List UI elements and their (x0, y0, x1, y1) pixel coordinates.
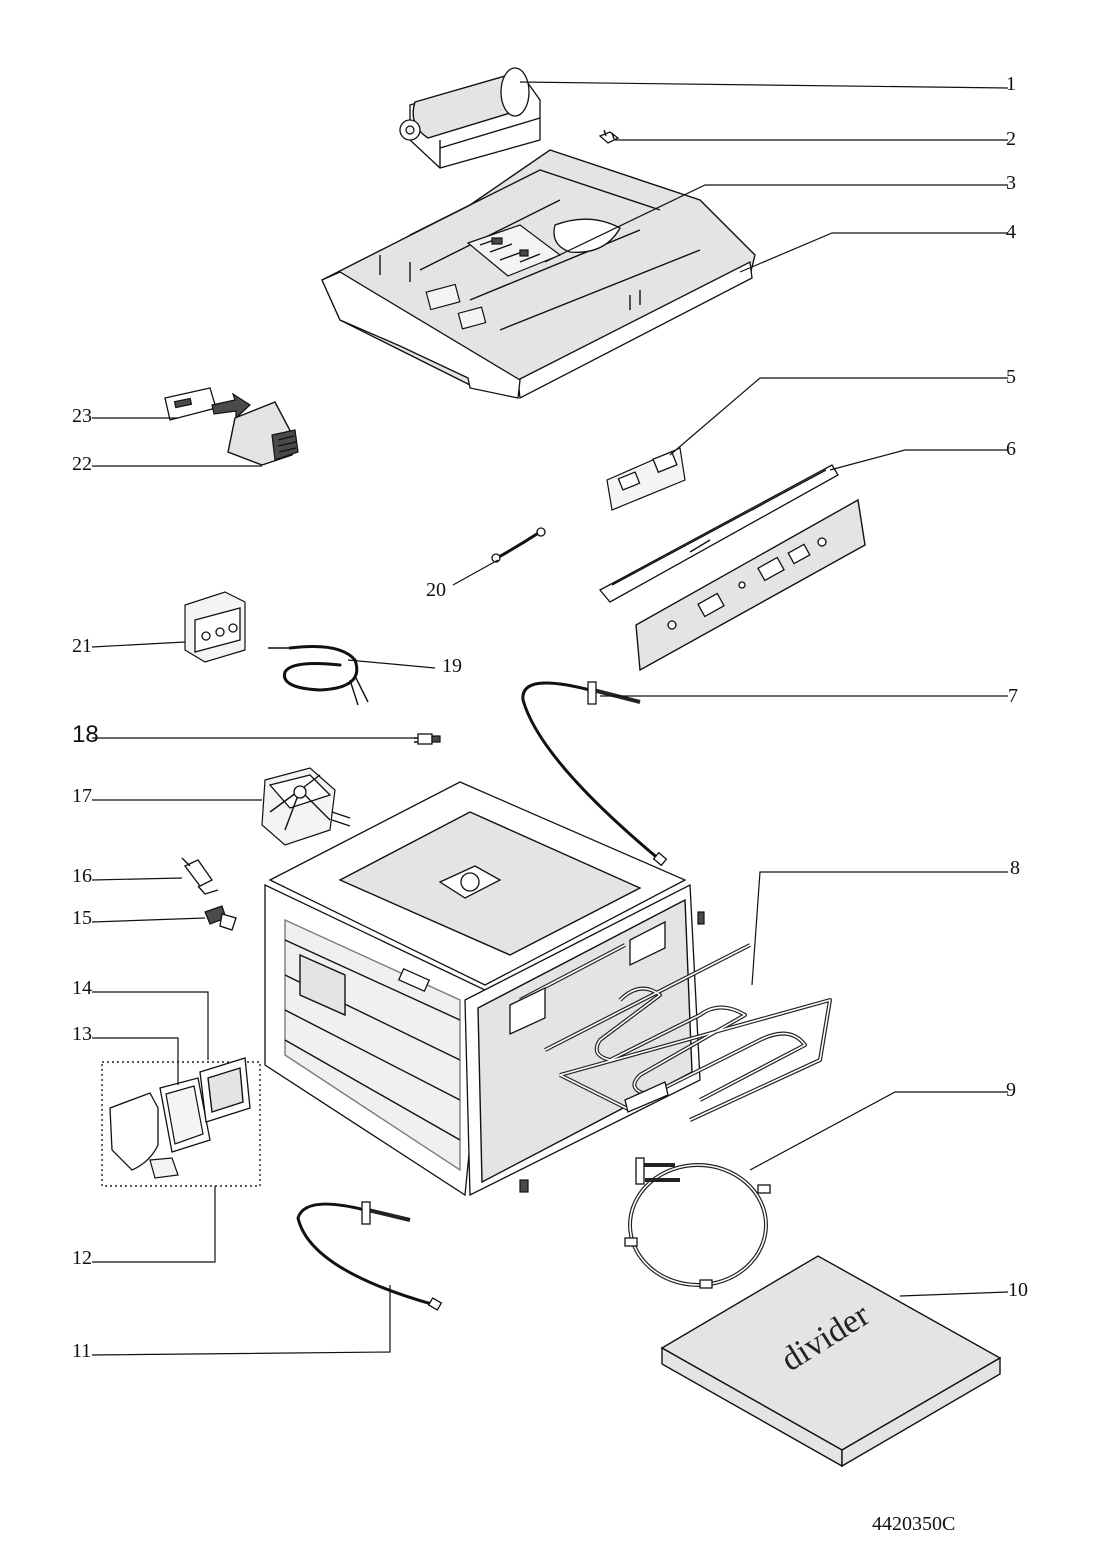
terminal-block-drawing (184, 591, 246, 663)
callout-3: 3 (1006, 172, 1016, 194)
callout-22: 22 (72, 453, 92, 475)
callout-20: 20 (426, 579, 446, 601)
divider-panel-drawing: divider (660, 1255, 1002, 1468)
callout-14: 14 (72, 977, 92, 999)
tangential-fan-drawing (399, 67, 541, 169)
callout-6: 6 (1006, 438, 1016, 460)
grill-element-drawing (509, 920, 832, 1122)
callout-19: 19 (442, 655, 462, 677)
oven-cavity-drawing (264, 781, 705, 1197)
callout-1: 1 (1006, 73, 1016, 95)
callout-2: 2 (1006, 128, 1016, 150)
callout-labels: 1 2 3 4 5 6 7 8 9 10 11 12 13 14 15 16 1… (72, 73, 1028, 1362)
wire-link-drawing (491, 527, 546, 563)
callout-5: 5 (1006, 366, 1016, 388)
callout-15: 15 (72, 907, 92, 929)
display-board-drawing (606, 447, 686, 511)
callout-23: 23 (72, 405, 92, 427)
small-clip-drawing (598, 129, 620, 144)
callout-9: 9 (1006, 1079, 1016, 1101)
callout-8: 8 (1010, 857, 1020, 879)
callout-16: 16 (72, 865, 92, 887)
lower-probe-drawing (296, 1201, 443, 1311)
upper-probe-drawing (521, 681, 668, 867)
micro-switch-drawing (181, 857, 219, 895)
callout-12: 12 (72, 1247, 92, 1269)
callout-21: 21 (72, 635, 92, 657)
fan-motor-drawing (261, 767, 351, 846)
callout-18: 18 (72, 721, 99, 748)
callout-11: 11 (72, 1340, 91, 1362)
lamp-assembly-drawing (101, 1057, 261, 1187)
callout-17: 17 (72, 785, 92, 807)
callout-7: 7 (1008, 685, 1018, 707)
circular-element-drawing (624, 1157, 771, 1289)
thermal-fuse-drawing (204, 905, 237, 931)
connector-drawing (414, 733, 441, 745)
document-number: 4420350C (872, 1513, 955, 1535)
control-panel-drawing (598, 464, 866, 672)
power-cable-drawing (268, 645, 369, 706)
top-tray-drawing (321, 149, 756, 400)
filter-drawing (164, 387, 299, 466)
leader-lines (91, 81, 1009, 1356)
callout-10: 10 (1008, 1279, 1028, 1301)
callout-4: 4 (1006, 221, 1016, 243)
callout-13: 13 (72, 1023, 92, 1045)
